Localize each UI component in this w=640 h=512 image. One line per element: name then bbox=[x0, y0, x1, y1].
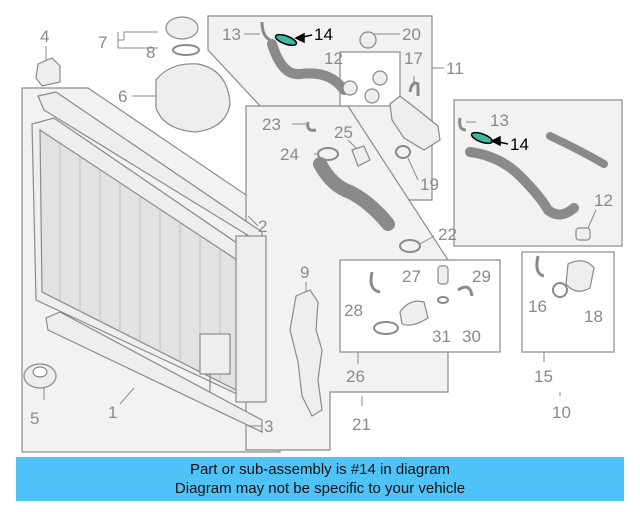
shroud-part-9 bbox=[289, 289, 323, 417]
banner-line-2: Diagram may not be specific to your vehi… bbox=[174, 480, 466, 497]
callout-11: 11 bbox=[446, 59, 464, 78]
callout-12a: 12 bbox=[324, 49, 343, 68]
info-banner: Part or sub-assembly is #14 in diagram D… bbox=[16, 457, 624, 501]
callout-24: 24 bbox=[280, 145, 299, 164]
callout-30: 30 bbox=[462, 327, 481, 346]
callout-28: 28 bbox=[344, 301, 363, 320]
callout-25: 25 bbox=[334, 123, 353, 142]
callout-10: 10 bbox=[552, 403, 571, 422]
bracket-part-4 bbox=[35, 57, 61, 87]
callout-27: 27 bbox=[402, 267, 421, 286]
callout-18: 18 bbox=[584, 307, 603, 326]
callout-13b: 13 bbox=[490, 111, 509, 130]
banner-line-1: Part or sub-assembly is #14 in diagram bbox=[189, 461, 451, 478]
callout-5: 5 bbox=[30, 409, 39, 428]
callout-22: 22 bbox=[438, 225, 457, 244]
callout-4: 4 bbox=[40, 27, 49, 46]
callout-12b: 12 bbox=[594, 191, 613, 210]
leader-lines bbox=[43, 31, 597, 427]
callout-7: 7 bbox=[98, 33, 107, 52]
parts-diagram: 1 2 3 4 5 6 7 8 9 10 11 12 12 13 13 14 1… bbox=[21, 15, 623, 453]
callout-21: 21 bbox=[352, 415, 371, 434]
callout-16: 16 bbox=[528, 297, 547, 316]
part-shapes bbox=[23, 16, 608, 417]
callout-3: 3 bbox=[264, 417, 273, 436]
callout-14b: 14 bbox=[510, 135, 529, 154]
callout-15: 15 bbox=[534, 367, 553, 386]
callout-6: 6 bbox=[118, 87, 127, 106]
callout-9: 9 bbox=[300, 263, 309, 282]
cap-part-7 bbox=[165, 16, 199, 40]
callout-14a: 14 bbox=[314, 25, 333, 44]
callout-13a: 13 bbox=[222, 25, 241, 44]
hose-part-12 bbox=[267, 39, 349, 95]
callout-23: 23 bbox=[262, 115, 281, 134]
callout-31: 31 bbox=[432, 327, 451, 346]
callout-19: 19 bbox=[420, 175, 439, 194]
callout-20: 20 bbox=[402, 25, 421, 44]
callout-14-arrows bbox=[294, 32, 509, 147]
callout-8: 8 bbox=[146, 43, 155, 62]
callout-1: 1 bbox=[108, 403, 117, 422]
hose-part-21 bbox=[313, 157, 395, 231]
callout-26: 26 bbox=[346, 367, 365, 386]
flange-part-11 bbox=[389, 95, 441, 151]
part-14-clamp-upper bbox=[274, 33, 298, 47]
callout-29: 29 bbox=[472, 267, 491, 286]
panel-right-hoses bbox=[453, 99, 623, 247]
part-14-highlight[interactable] bbox=[274, 32, 494, 145]
radiator-illustration bbox=[31, 91, 267, 433]
seal-part-8 bbox=[172, 44, 200, 56]
callout-numbers: 1 2 3 4 5 6 7 8 9 10 11 12 12 13 13 14 1… bbox=[30, 25, 613, 436]
callout-17: 17 bbox=[404, 49, 423, 68]
callout-2: 2 bbox=[258, 217, 267, 236]
expansion-tank-part-6 bbox=[155, 63, 231, 133]
hose-part-right bbox=[465, 147, 579, 220]
